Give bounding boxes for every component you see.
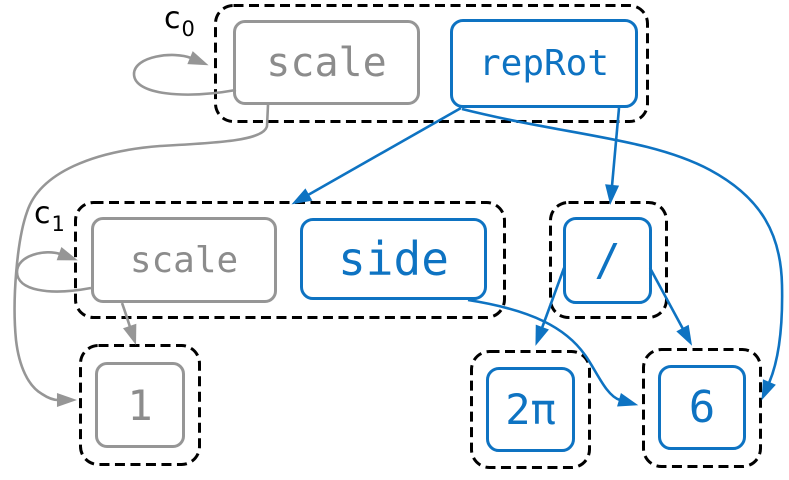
edge-reprot-to-divide bbox=[605, 107, 621, 205]
edge-scale-c1-self-loop bbox=[15, 247, 92, 293]
node-reprot: repRot bbox=[450, 19, 638, 108]
node-two-pi: 2π bbox=[486, 367, 575, 452]
node-six-label: 6 bbox=[688, 382, 716, 433]
node-side-label: side bbox=[338, 232, 449, 286]
edge-scale-c0-self-loop bbox=[132, 51, 237, 96]
node-one-label: 1 bbox=[127, 380, 153, 430]
cluster-c0-subscript: 0 bbox=[181, 17, 195, 41]
node-six: 6 bbox=[658, 365, 746, 450]
cluster-c1-letter: c bbox=[34, 196, 51, 231]
node-divide-label: / bbox=[594, 235, 621, 286]
edge-reprot-to-c1 bbox=[291, 106, 462, 205]
node-scale-c1-label: scale bbox=[129, 239, 239, 281]
node-side: side bbox=[300, 218, 487, 300]
cluster-c1-subscript: 1 bbox=[51, 212, 65, 236]
node-scale-c1: scale bbox=[91, 217, 277, 303]
cluster-label-c1: c1 bbox=[34, 196, 65, 235]
cluster-c0-letter: c bbox=[164, 1, 181, 36]
edge-divide-to-six bbox=[648, 267, 693, 346]
cluster-label-c0: c0 bbox=[164, 1, 195, 40]
node-reprot-label: repRot bbox=[478, 43, 610, 84]
node-two-pi-label: 2π bbox=[505, 385, 556, 434]
node-one: 1 bbox=[95, 362, 185, 448]
node-scale-c0: scale bbox=[233, 20, 420, 105]
node-divide: / bbox=[563, 217, 652, 304]
edge-divide-to-two-pi bbox=[535, 267, 566, 346]
edge-scale-c1-to-one bbox=[120, 302, 137, 346]
node-scale-c0-label: scale bbox=[266, 39, 387, 86]
